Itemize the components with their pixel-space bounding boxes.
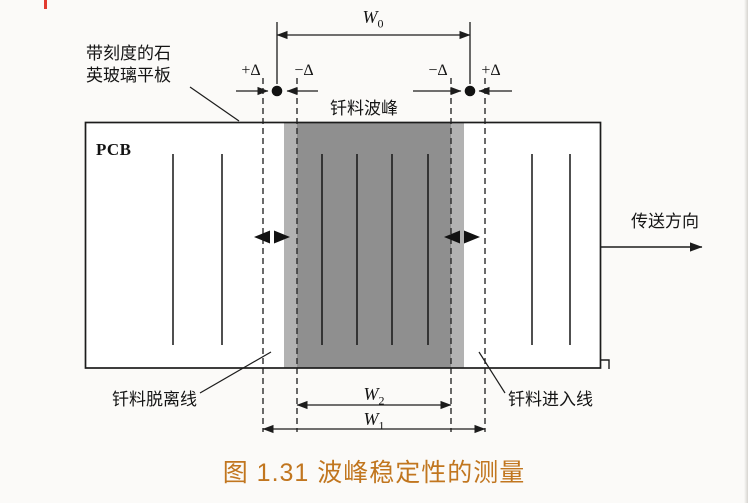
solder-release-line-label: 钎料脱离线 xyxy=(112,390,197,409)
pcb-outline xyxy=(84,121,602,369)
corner-notch xyxy=(600,359,610,369)
w0-base: W xyxy=(362,7,378,27)
nominal-marks xyxy=(271,85,476,97)
wave-boundary-dashes xyxy=(262,78,486,432)
w1-label: W1 xyxy=(352,408,396,434)
leader-lines xyxy=(189,86,506,394)
bottom-dimensions xyxy=(262,400,486,434)
w1-sub: 1 xyxy=(378,418,385,433)
wave-edge-right xyxy=(451,122,464,368)
w1-base: W xyxy=(363,409,379,429)
glass-plate-label: 带刻度的石英玻璃平板 xyxy=(86,44,171,86)
scale-ticks xyxy=(172,154,571,345)
w0-sub: 0 xyxy=(377,16,384,31)
entry-line-leader xyxy=(478,351,506,394)
page-edge-mark xyxy=(44,0,47,9)
w2-sub: 2 xyxy=(378,393,385,408)
page-edge-shadow xyxy=(744,0,748,503)
nominal-dot-left xyxy=(271,85,283,97)
nominal-dot-right xyxy=(464,85,476,97)
w2-base: W xyxy=(363,384,379,404)
w0-dimension xyxy=(276,22,471,84)
w2-label: W2 xyxy=(352,383,396,409)
wave-fill xyxy=(284,122,464,368)
edge-marker-left-west-arrow xyxy=(254,230,270,244)
conveyor-direction-label: 传送方向 xyxy=(631,212,699,231)
delta-left-minus-label: −Δ xyxy=(294,62,314,79)
edge-marker-left-east-arrow xyxy=(274,230,290,244)
pcb-label: PCB xyxy=(96,140,132,159)
solder-wave-region xyxy=(284,122,464,368)
solder-entry-line-label: 钎料进入线 xyxy=(508,390,593,409)
w0-label: W0 xyxy=(351,6,395,32)
delta-left-plus-label: +Δ xyxy=(241,62,261,79)
wave-edge-left xyxy=(284,122,297,368)
wave-edge-fluctuation-markers xyxy=(254,230,480,244)
delta-right-plus-label: +Δ xyxy=(481,62,501,79)
figure-caption: 图 1.31 波峰稳定性的测量 xyxy=(222,459,526,487)
edge-marker-right-west-arrow xyxy=(444,230,460,244)
glass-plate-leader xyxy=(189,86,240,122)
edge-marker-right-east-arrow xyxy=(464,230,480,244)
delta-right-minus-label: −Δ xyxy=(428,62,448,79)
release-line-leader xyxy=(199,351,272,394)
solder-wave-label: 钎料波峰 xyxy=(330,99,398,118)
